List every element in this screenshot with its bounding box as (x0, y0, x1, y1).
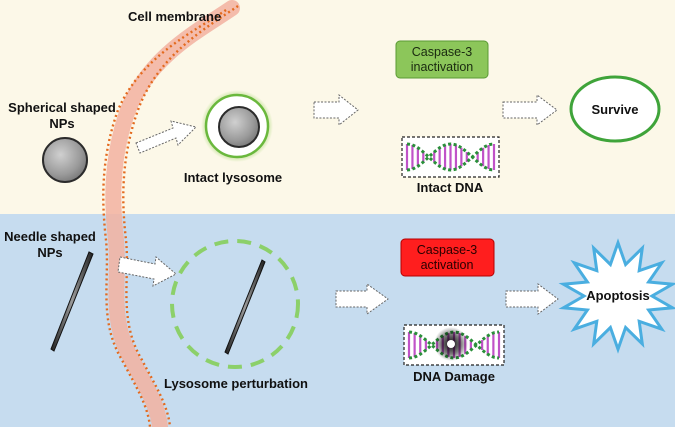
arrow-to-apoptosis (505, 283, 559, 315)
cell-membrane-label: Cell membrane (128, 9, 221, 24)
dna-backbone (406, 142, 495, 172)
arrow-sphere-to-lysosome (135, 120, 197, 154)
caspase-inactivation-label-2: inactivation (411, 60, 474, 74)
lysosome-perturbation-label: Lysosome perturbation (164, 376, 308, 391)
spherical-nanoparticle (42, 137, 88, 183)
caspase-inactivation-box (395, 40, 489, 79)
apoptosis-starburst (558, 238, 675, 354)
intact-dna-label: Intact DNA (417, 180, 484, 195)
intact-dna-graphic (401, 136, 500, 178)
needle-np-label: Needle shaped (4, 229, 96, 244)
caspase-activation-label-2: activation (421, 258, 474, 272)
intact-lysosome-label: Intact lysosome (184, 170, 282, 185)
perturbed-lysosome (170, 239, 300, 369)
dna-damage-graphic (403, 324, 505, 366)
needle-np-label-2: NPs (37, 245, 62, 260)
caspase-activation-box (400, 238, 495, 277)
caspase-activation-label: Caspase-3 (417, 243, 477, 257)
survive-outcome (569, 75, 661, 143)
spherical-np-label-2: NPs (49, 116, 74, 131)
arrow-needle-to-lysosome (117, 256, 177, 287)
dna-damage-label: DNA Damage (413, 369, 495, 384)
dna-backbone (408, 330, 500, 360)
arrow-to-survive (502, 94, 558, 126)
dna-backbone (408, 330, 500, 360)
caspase-inactivation-label: Caspase-3 (412, 45, 472, 59)
cell-membrane (102, 0, 240, 427)
arrow-perturbation-to-caspase (335, 283, 389, 315)
dna-backbone (406, 142, 495, 172)
needle-in-lysosome (224, 259, 266, 355)
bottom-panel (0, 214, 675, 427)
survive-label: Survive (592, 102, 639, 117)
apoptosis-label: Apoptosis (586, 288, 650, 303)
needle-nanoparticle (50, 251, 94, 352)
arrow-lysosome-to-caspase (313, 93, 359, 127)
spherical-np-label: Spherical shaped (8, 100, 116, 115)
intact-lysosome (201, 90, 273, 162)
